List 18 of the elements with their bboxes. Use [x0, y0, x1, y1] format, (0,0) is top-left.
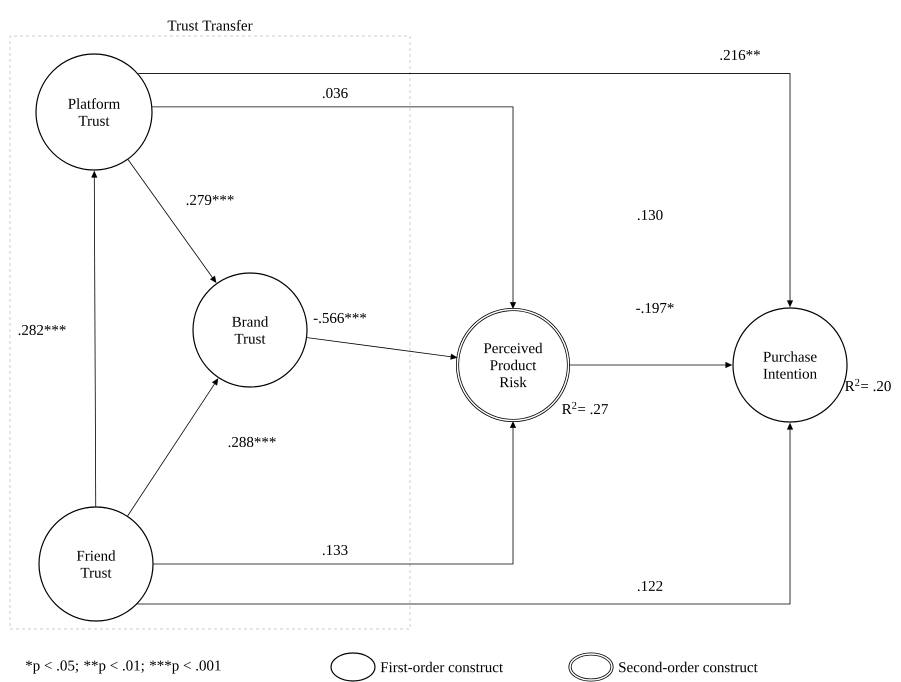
edge-label: .216** [718, 48, 762, 62]
edge-label: .282*** [16, 324, 68, 336]
legend-text: Second-order construct [619, 662, 758, 672]
r-squared-label: R$^{2}$= .20 [845, 378, 891, 392]
edge-label: .279*** [184, 194, 236, 206]
significance-note: *p < .05; [26, 660, 78, 674]
significance-note: **p < .01; [84, 660, 144, 674]
edge-label: .036 [320, 86, 350, 100]
edge-label: .288*** [226, 436, 278, 448]
r-squared-label: R$^{2}$= .27 [562, 402, 608, 414]
significance-note: ***p < .001 [150, 660, 221, 674]
coefficient-label: .130 [638, 210, 663, 220]
edge-label: .133 [320, 544, 350, 556]
edge-label: -.566*** [312, 312, 368, 324]
legend-text: First-order construct [380, 662, 503, 672]
edge-label: -.197* [634, 302, 676, 314]
edge-label: .122 [636, 580, 664, 592]
node-label: Trust Transfer [168, 20, 252, 31]
